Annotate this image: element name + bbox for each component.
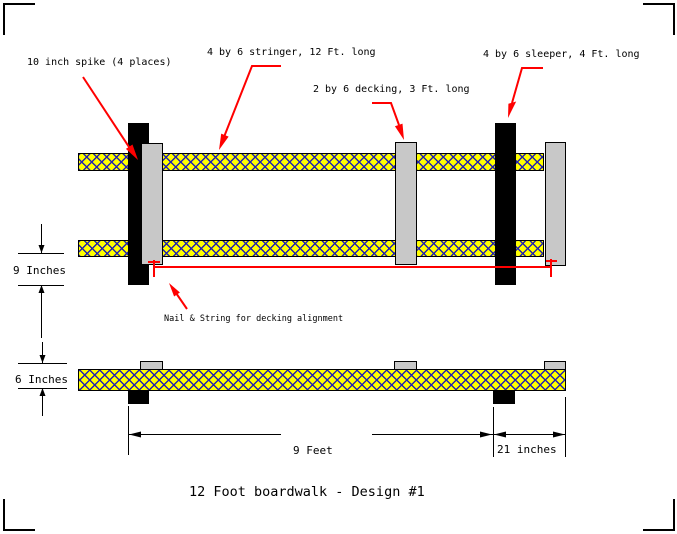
side-sleeper-right [493,390,515,404]
side-sleeper-left [128,390,149,404]
plan-deck-left [141,143,163,265]
corner-mark-top-left [3,3,35,35]
decking-leader-line [372,102,400,126]
spike-leader-line [82,76,130,148]
corner-mark-bottom-left [3,499,35,531]
dim-arrow-icon [39,388,46,396]
sleeper-leader-line [511,67,543,104]
plan-sleeper-right [495,123,516,285]
plan-deck-middle [395,142,417,265]
dim-arrow-icon [553,431,565,438]
nail-string-note-label: Nail & String for decking alignment [164,314,344,324]
spike-arrowhead-icon [125,144,138,160]
stringer-callout-label: 4 by 6 stringer, 12 Ft. long [207,47,376,58]
sleeper-arrowhead-icon [508,101,517,118]
dim-arrow-icon [38,245,45,253]
plan-stringer-top [78,153,544,171]
sleeper-callout-label: 4 by 6 sleeper, 4 Ft. long [483,49,640,60]
dim-label-21-inches: 21 inches [497,443,557,456]
stringer-arrowhead-icon [219,133,229,150]
nail-note-arrowhead-icon [169,283,180,297]
decking-arrowhead-icon [394,123,404,140]
drawing-title: 12 Foot boardwalk - Design #1 [189,484,425,500]
dim-arrow-icon [38,285,45,293]
corner-mark-bottom-right [643,499,675,531]
plan-stringer-bottom [78,240,544,257]
dim-label-6-inches: 6 Inches [15,373,68,386]
dim-bottom-lines [128,397,566,457]
dim-9-inches-lines [18,224,64,338]
decking-callout-label: 2 by 6 decking, 3 Ft. long [313,84,470,95]
corner-mark-top-right [643,3,675,35]
dim-label-9-inches: 9 Inches [13,264,66,277]
stringer-leader-line [223,65,281,138]
dim-arrow-icon [129,431,141,438]
spike-callout-label: 10 inch spike (4 places) [27,57,172,68]
dim-arrow-icon [39,355,46,363]
dim-arrow-icon [494,431,506,438]
dim-arrow-icon [480,431,492,438]
side-stringer-bar [78,369,566,391]
nail-note-leader-line [175,292,188,310]
plan-deck-right [545,142,566,266]
dim-label-9-feet: 9 Feet [293,444,333,457]
